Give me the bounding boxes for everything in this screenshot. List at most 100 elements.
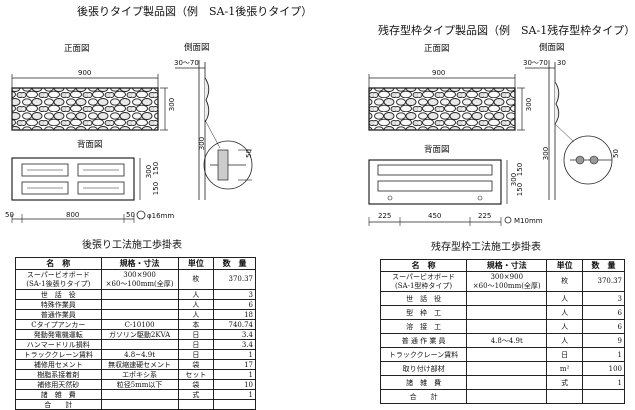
row-spec-cell — [466, 347, 548, 362]
left-dim-d50: 50 — [244, 149, 253, 158]
left-th-unit: 単位 — [177, 257, 215, 270]
row-spec-cell — [466, 389, 548, 404]
left-side-label: 側面図 — [184, 43, 210, 53]
row-spec-cell: 4.8～4.9t — [466, 333, 548, 348]
row-unit-cell: 式 — [177, 389, 215, 400]
left-dim-50b: 50 — [126, 211, 135, 219]
left-back-label: 背面図 — [77, 140, 103, 150]
row-unit-cell: 日 — [177, 329, 215, 340]
table-row: スーパービオボード (SA-1後張りタイプ)300×900 ×60～100mm(… — [15, 269, 256, 290]
row-qty-cell: 740.74 — [213, 319, 256, 330]
right-back-label: 背面図 — [424, 145, 450, 155]
row-name-cell: 型 枠 工 — [379, 305, 468, 320]
left-dim-50a: 50 — [5, 211, 14, 219]
left-th-spec: 規格・寸法 — [100, 257, 179, 270]
row-spec-cell: 無収縮速硬セメント — [100, 359, 179, 370]
right-dim-side-range: 30～70 — [523, 59, 548, 67]
left-dim-150a: 150 — [152, 161, 161, 176]
row-spec-cell — [100, 299, 179, 310]
row-qty-cell: 1 — [582, 347, 625, 362]
row-name-cell: トラッククレーン賃料 — [15, 349, 102, 360]
row-qty-cell: 1 — [582, 375, 625, 390]
row-name-cell: 樹脂系接着剤 — [15, 369, 102, 380]
left-table: 名 称 規格・寸法 単位 数 量 スーパービオボード (SA-1後張りタイプ)3… — [15, 257, 256, 410]
left-dim-height: 300 — [168, 97, 177, 112]
row-spec-cell — [100, 389, 179, 400]
row-unit-cell: 日 — [177, 339, 215, 350]
table-row: 合 計 — [379, 389, 625, 404]
row-name-cell: 合 計 — [15, 399, 102, 410]
table-row: 合 計 — [15, 399, 256, 410]
right-dim-150a: 150 — [516, 162, 525, 177]
row-qty-cell: 6 — [582, 305, 625, 320]
row-spec-cell — [466, 319, 548, 334]
row-spec-cell — [466, 375, 548, 390]
row-unit-cell: 枚 — [546, 271, 584, 292]
row-spec-cell: 4.8~4.9t — [100, 349, 179, 360]
left-table-body: スーパービオボード (SA-1後張りタイプ)300×900 ×60～100mm(… — [15, 269, 256, 410]
row-name-cell: トラッククレーン賃料 — [379, 347, 468, 362]
row-name-cell: 諸 雑 費 — [15, 389, 102, 400]
row-unit-cell: 枚 — [177, 269, 215, 290]
row-qty-cell: 1 — [213, 389, 256, 400]
row-spec-cell: 粒径5mm以下 — [100, 379, 179, 390]
right-table-body: スーパービオボード (SA-1型枠タイプ)300×900 ×60～100mm(全… — [379, 271, 625, 404]
right-th-spec: 規格・寸法 — [466, 259, 548, 272]
row-name-cell: 発動発電機運転 — [15, 329, 102, 340]
right-side-label: 側面図 — [539, 43, 565, 53]
row-spec-cell — [466, 291, 548, 306]
row-spec-cell — [100, 339, 179, 350]
row-spec-cell — [466, 305, 548, 320]
row-unit-cell: m² — [546, 361, 584, 376]
row-qty-cell: 100 — [582, 361, 625, 376]
row-unit-cell: 人 — [546, 333, 584, 348]
row-qty-cell: 3 — [213, 289, 256, 300]
right-dim-450: 450 — [428, 212, 442, 220]
row-qty-cell: 18 — [213, 309, 256, 320]
row-qty-cell — [213, 399, 256, 410]
row-spec-cell: 300×900 ×60～100mm(全厚) — [100, 269, 179, 290]
row-unit-cell — [546, 389, 584, 404]
row-name-cell: Cタイプアンカー — [15, 319, 102, 330]
row-unit-cell: セット — [177, 369, 215, 380]
row-qty-cell: 3.4 — [213, 339, 256, 350]
row-spec-cell: C-10100 — [100, 319, 179, 330]
row-qty-cell: 6 — [213, 299, 256, 310]
row-unit-cell: 人 — [177, 309, 215, 320]
left-back-panel — [11, 157, 135, 201]
row-unit-cell: 日 — [177, 349, 215, 360]
right-table-title: 残存型枠工法施工歩掛表 — [431, 242, 541, 253]
row-qty-cell: 1 — [213, 349, 256, 360]
row-unit-cell — [177, 399, 215, 410]
row-name-cell: 世 話 役 — [15, 289, 102, 300]
left-title: 後張りタイプ製品図（例 SA-1後張りタイプ） — [77, 5, 313, 18]
row-qty-cell: 370.37 — [213, 269, 256, 290]
row-unit-cell: 人 — [546, 291, 584, 306]
row-spec-cell — [100, 289, 179, 300]
row-qty-cell: 9 — [582, 333, 625, 348]
right-dim-225b: 225 — [478, 212, 492, 220]
row-qty-cell: 1 — [213, 369, 256, 380]
left-dim-150b: 150 — [152, 181, 161, 196]
table-row: スーパービオボード (SA-1型枠タイプ)300×900 ×60～100mm(全… — [379, 271, 625, 292]
row-unit-cell: 人 — [546, 319, 584, 334]
row-spec-cell — [466, 361, 548, 376]
right-dim-150b: 150 — [516, 182, 525, 197]
row-unit-cell: 人 — [546, 305, 584, 320]
row-qty-cell: 3 — [582, 291, 625, 306]
right-dim-d300: 300 — [542, 146, 551, 161]
row-qty-cell: 10 — [213, 379, 256, 390]
left-front-label: 正面図 — [64, 44, 90, 54]
left-th-name: 名 称 — [15, 257, 102, 270]
